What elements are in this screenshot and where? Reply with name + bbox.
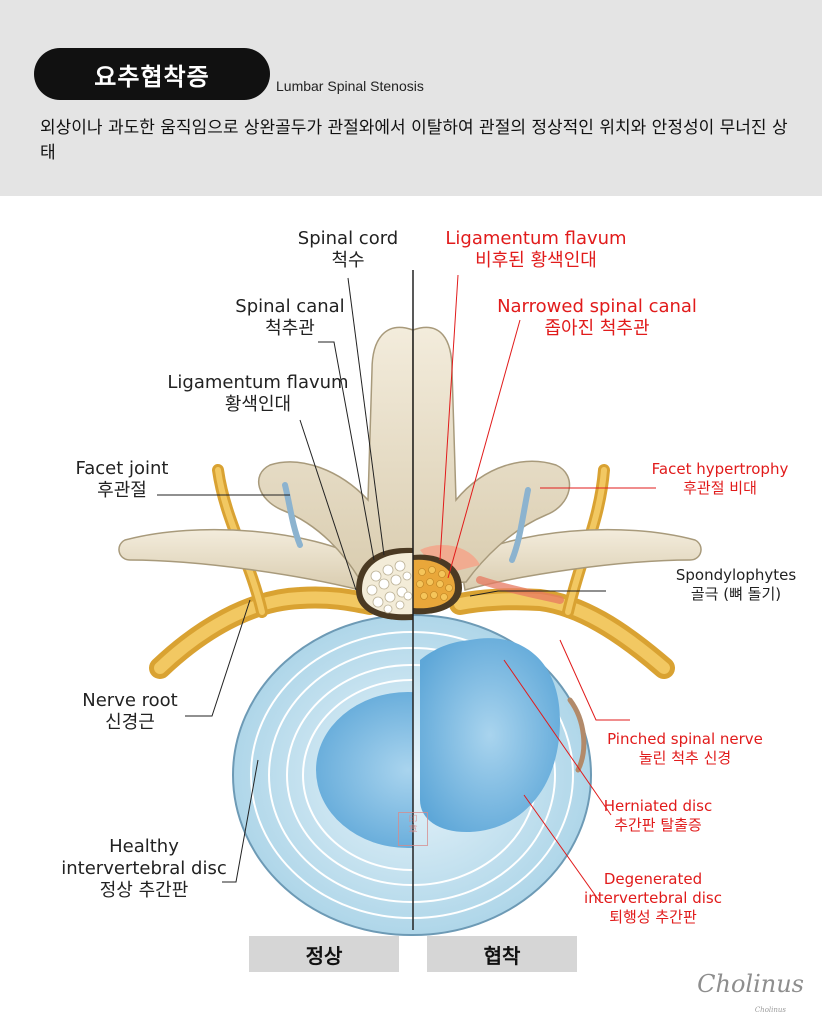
label-thickened-ligamentum: Ligamentum flavum 비후된 황색인대	[445, 228, 627, 271]
label-narrowed-canal: Narrowed spinal canal 좁아진 척추관	[497, 296, 697, 339]
page-title: 요추협착증	[34, 48, 270, 100]
healthy-disc	[232, 614, 413, 936]
label-facet-joint: Facet joint 후관절	[75, 458, 169, 501]
label-spondylophytes: Spondylophytes 골극 (뼈 돌기)	[675, 566, 797, 603]
vertebra-illustration	[118, 270, 702, 936]
lamina-right	[412, 326, 571, 604]
label-spinal-cord: Spinal cord 척수	[297, 228, 399, 271]
artist-seal: 印章	[398, 812, 428, 846]
label-facet-hypertrophy: Facet hypertrophy 후관절 비대	[651, 460, 789, 497]
label-herniated-disc: Herniated disc 추간판 탈출증	[603, 797, 713, 834]
artist-signature: Cholinus	[697, 970, 804, 998]
transverse-processes	[118, 528, 702, 591]
label-nerve-root: Nerve root 신경근	[82, 690, 178, 733]
tag-normal: 정상	[249, 936, 399, 972]
label-spinal-canal: Spinal canal 척추관	[235, 296, 345, 339]
label-healthy-disc: Healthy intervertebral disc 정상 추간판	[61, 836, 227, 901]
label-pinched-nerve: Pinched spinal nerve 눌린 척추 신경	[607, 730, 763, 767]
page-description: 외상이나 과도한 움직임으로 상완골두가 관절와에서 이탈하여 관절의 정상적인…	[40, 118, 788, 163]
degenerated-disc	[413, 614, 592, 936]
artist-signature-small: Cholinus	[754, 1006, 786, 1014]
tag-stenosis: 협착	[427, 936, 577, 972]
spinal-canal-left	[356, 547, 413, 621]
lamina-left	[258, 326, 414, 586]
label-degenerated-disc: Degenerated intervertebral disc 퇴행성 추간판	[584, 870, 722, 926]
spinal-canal-right	[413, 554, 462, 615]
page-subtitle: Lumbar Spinal Stenosis	[276, 78, 424, 94]
label-ligamentum-flavum: Ligamentum flavum 황색인대	[167, 372, 349, 415]
